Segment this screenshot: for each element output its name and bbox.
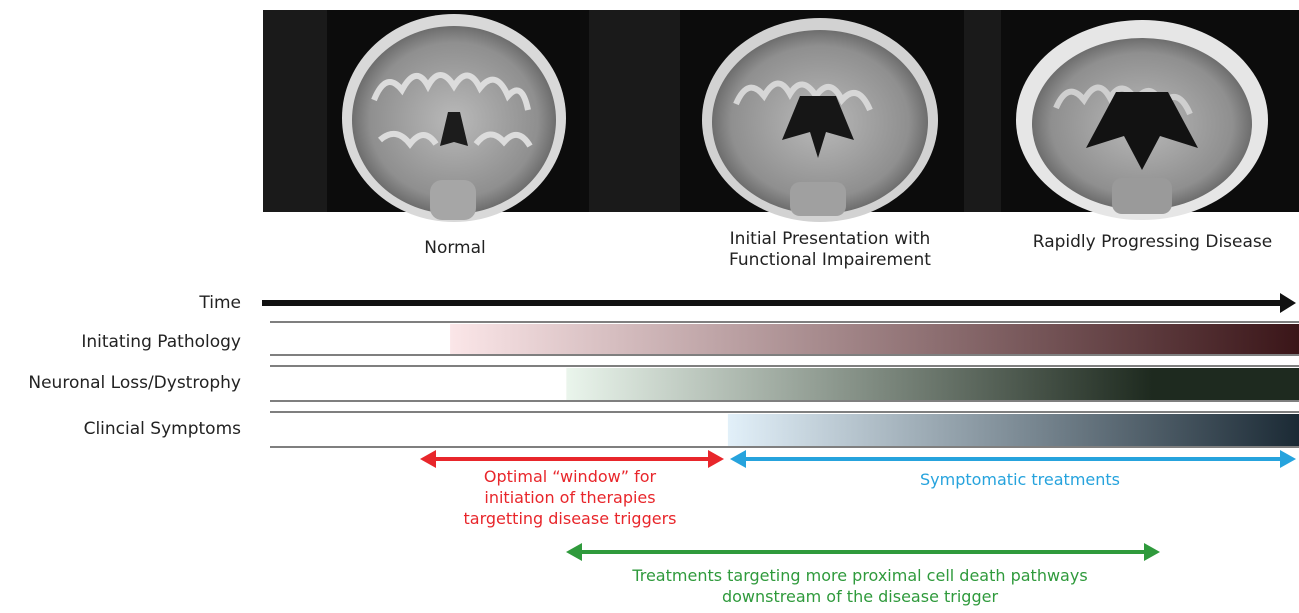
row-label-initiating-pathology: Initating Pathology	[81, 332, 241, 352]
bar-initiating-pathology	[450, 324, 1299, 354]
row-clinical-symptoms	[270, 411, 1299, 448]
proximal-treatments-arrow	[566, 543, 1160, 561]
row-label-neuronal-loss: Neuronal Loss/Dystrophy	[28, 373, 241, 393]
row-initiating-pathology	[270, 321, 1299, 356]
mri-normal-image	[327, 10, 589, 222]
time-label: Time	[199, 293, 241, 313]
optimal-window-arrow	[420, 450, 724, 468]
proximal-treatments-text: Treatments targeting more proximal cell …	[632, 566, 1088, 606]
symptomatic-treatments-text: Symptomatic treatments	[919, 470, 1121, 489]
caption-normal: Normal	[424, 238, 486, 258]
caption-initial-presentation: Initial Presentation with Functional Imp…	[729, 229, 931, 270]
time-arrow-head	[1280, 293, 1296, 313]
row-label-clinical-symptoms: Clincial Symptoms	[83, 419, 241, 439]
symptomatic-arrow	[730, 450, 1296, 468]
optimal-window-text: Optimal “window” for initiation of thera…	[463, 467, 677, 528]
caption-rapidly-progressing: Rapidly Progressing Disease	[1032, 232, 1273, 252]
row-neuronal-loss	[270, 365, 1299, 402]
bar-neuronal-loss	[566, 368, 1299, 400]
bar-clinical-symptoms	[727, 414, 1299, 446]
mri-initial-image	[680, 10, 964, 222]
mri-rapid-image	[1001, 10, 1299, 220]
